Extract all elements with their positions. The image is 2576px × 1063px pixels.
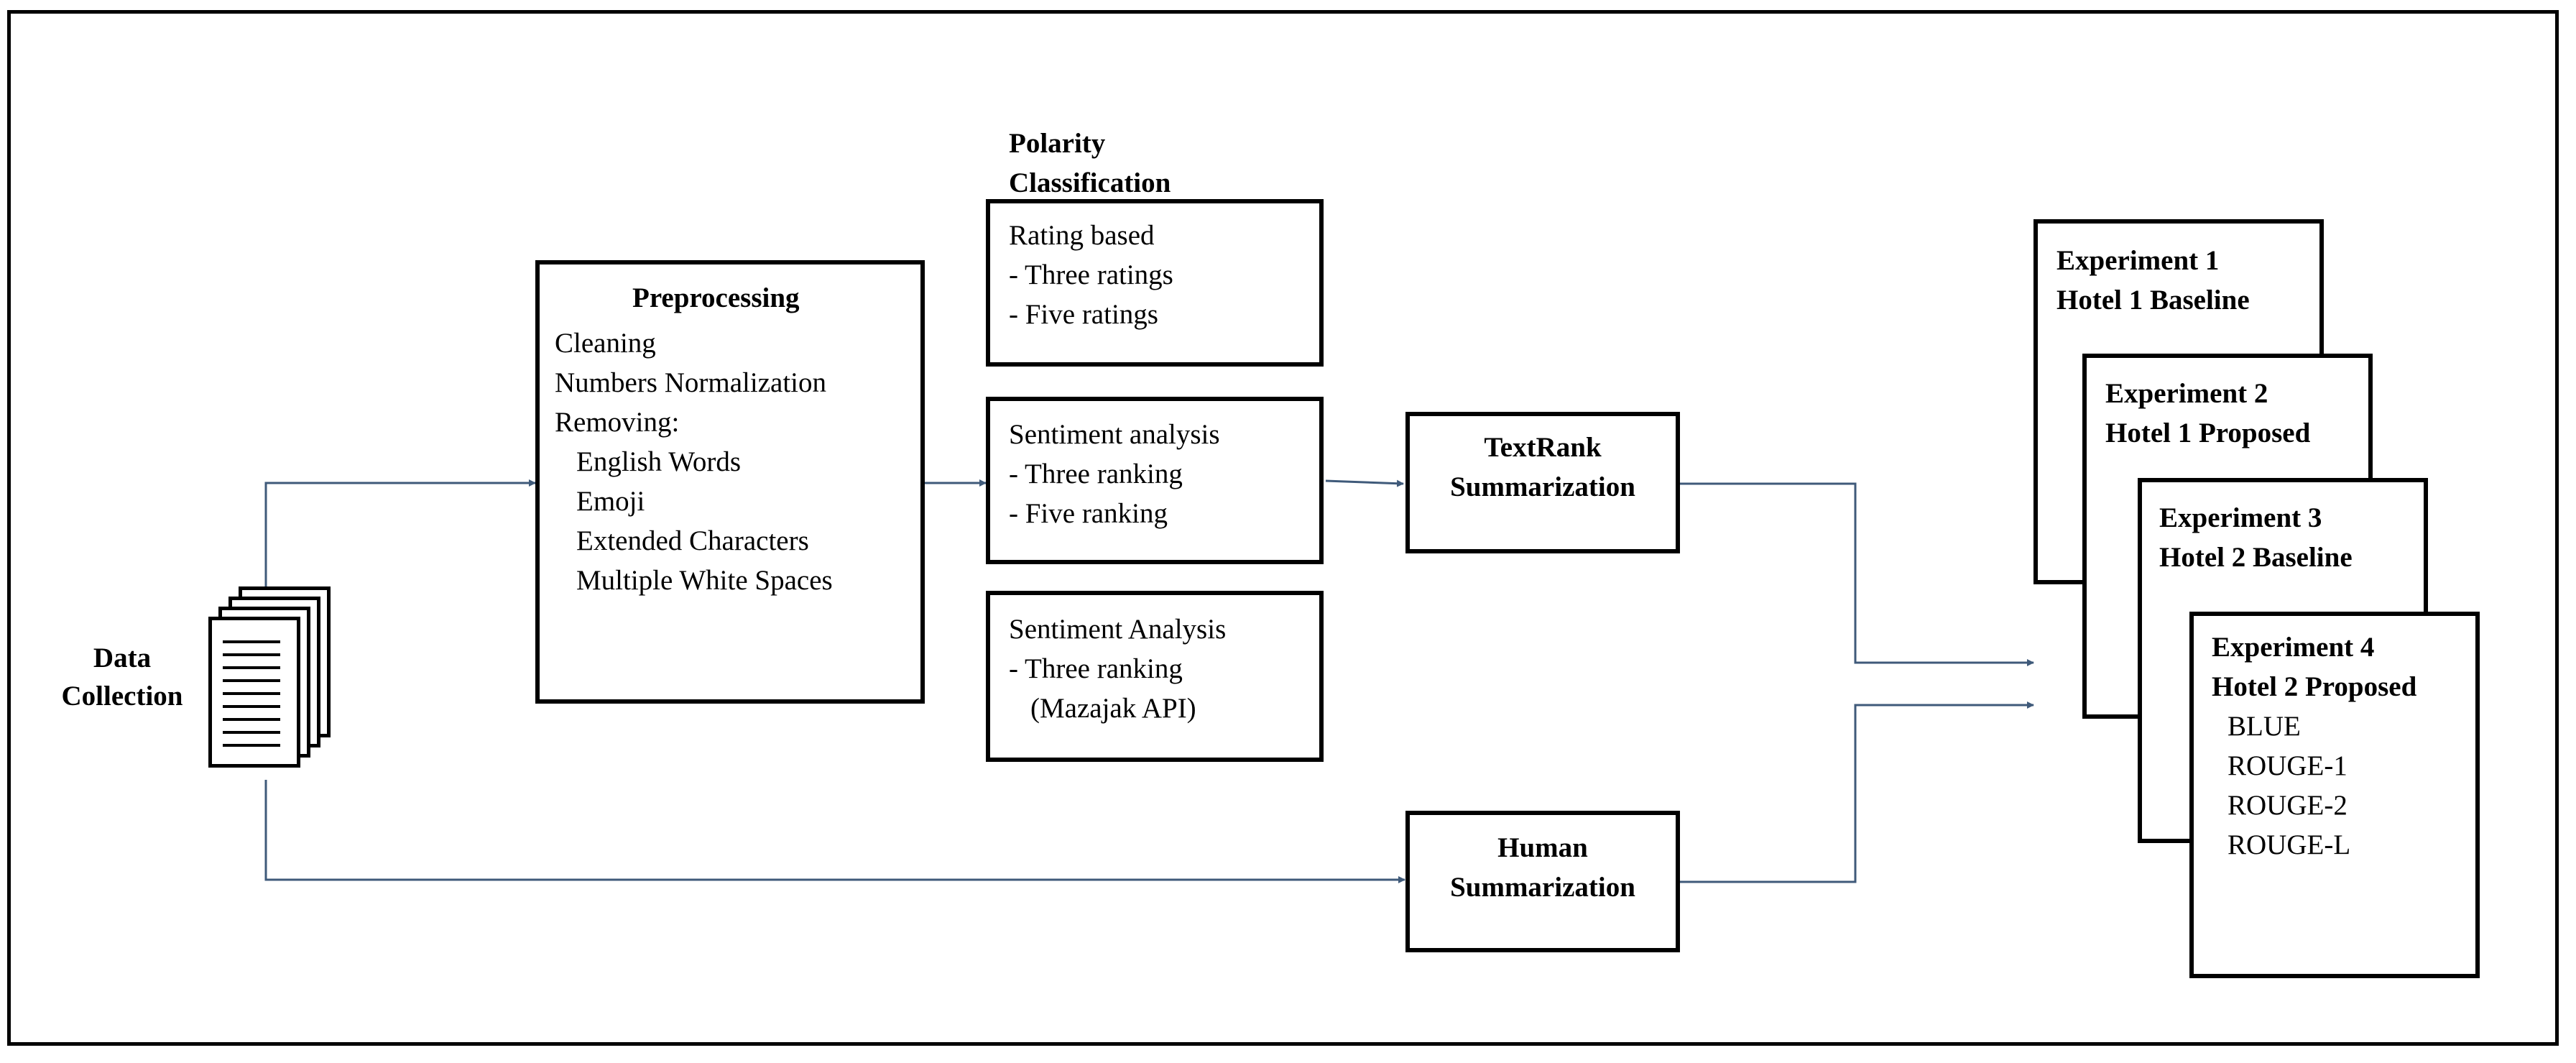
arrow-polarity-to-textrank [1325, 479, 1404, 487]
experiment-4-text: Experiment 4 Hotel 2 Proposed BLUE ROUGE… [2212, 627, 2416, 865]
figure-frame [7, 10, 2559, 1046]
human-summarization-label: Human Summarization [1450, 832, 1635, 903]
rating-based-text: Rating based - Three ratings - Five rati… [1009, 220, 1173, 330]
arrow-data-to-human [264, 780, 1405, 883]
sentiment-analysis-text: Sentiment analysis - Three ranking - Fiv… [1009, 419, 1220, 529]
textrank-label: TextRank Summarization [1450, 432, 1635, 502]
arrow-human-to-experiments [1680, 701, 2034, 883]
polarity-header: Polarity Classification [1009, 128, 1171, 198]
sentiment-analysis-box [986, 397, 1324, 564]
mazajak-box [986, 591, 1324, 762]
mazajak-text: Sentiment Analysis - Three ranking (Maza… [1009, 614, 1227, 724]
data-collection-icon [208, 586, 331, 768]
metrics-list: BLUE ROUGE-1 ROUGE-2 ROUGE-L [2228, 711, 2351, 860]
arrow-data-to-preprocessing [264, 479, 536, 592]
preprocessing-box [535, 260, 925, 704]
rating-based-box [986, 199, 1324, 367]
human-summarization-box [1405, 811, 1680, 952]
arrow-textrank-to-experiments [1680, 482, 2034, 666]
textrank-box [1405, 412, 1680, 553]
preprocessing-title: Preprocessing [632, 282, 800, 313]
experiment-1-text: Experiment 1 Hotel 1 Baseline [2056, 245, 2250, 316]
experiment-4-card [2189, 612, 2480, 978]
preprocessing-steps: Cleaning Numbers Normalization Removing:… [555, 328, 833, 596]
document-lines [223, 640, 280, 748]
data-collection-label: Data Collection [61, 643, 183, 712]
experiment-2-text: Experiment 2 Hotel 1 Proposed [2105, 378, 2311, 448]
experiment-3-text: Experiment 3 Hotel 2 Baseline [2159, 502, 2353, 573]
